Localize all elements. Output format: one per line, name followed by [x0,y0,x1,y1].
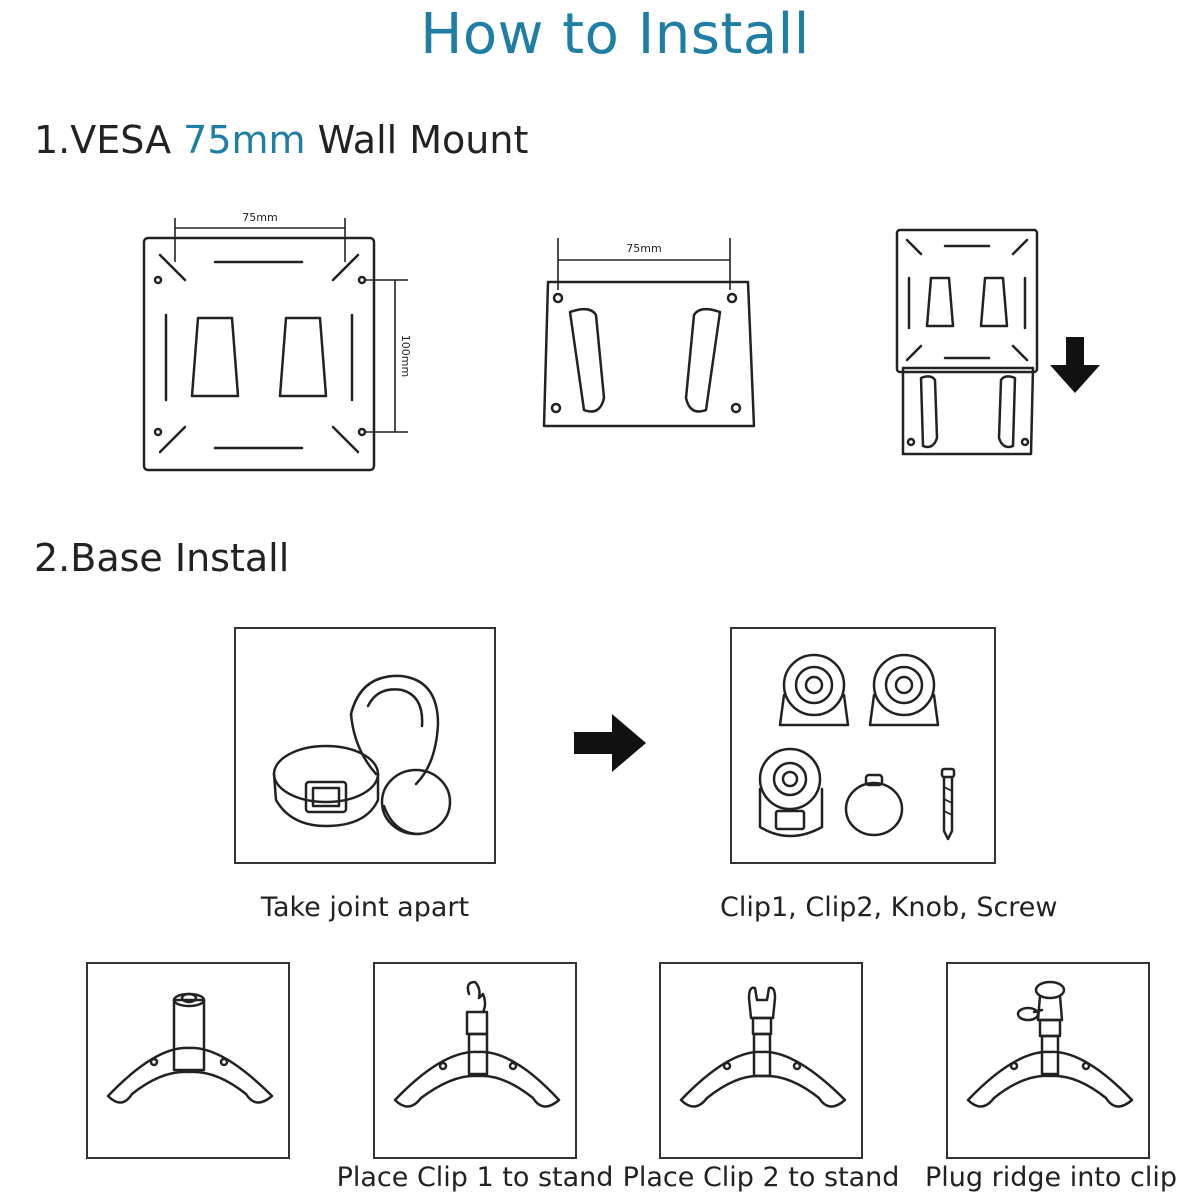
step-frame-clip2 [659,962,863,1159]
page-title: How to Install [420,2,810,67]
stand-plug-diagram [966,980,1134,1108]
section-heading-suffix: Wall Mount [305,118,529,162]
vesa-plate-front-diagram: 75mm 100mm [142,211,412,472]
step-caption-plug: Plug ridge into clip [925,1162,1177,1193]
step-frame-take-apart [234,627,496,864]
stand-clip1-diagram [393,980,561,1108]
step-caption-clip2: Place Clip 2 to stand [622,1162,900,1193]
section-heading-base: 2.Base Install [34,536,290,580]
arrow-right-icon [574,714,646,772]
step-frame-stand-base [86,962,290,1159]
dim-label-width-b: 75mm [626,242,661,255]
stand-base-diagram [106,992,274,1104]
dim-label-height: 100mm [399,335,412,377]
step-caption-parts: Clip1, Clip2, Knob, Screw [720,892,1058,923]
step-frame-clip1 [373,962,577,1159]
joint-assembled-diagram [272,674,452,836]
step-caption-take-apart: Take joint apart [260,892,470,923]
step-frame-parts [730,627,996,864]
arrow-down-icon [1050,337,1100,393]
step-caption-clip1: Place Clip 1 to stand [336,1162,614,1193]
vesa-plate-back-diagram: 75mm [542,238,756,428]
joint-parts-diagram [758,653,956,841]
vesa-plate-assembly-diagram [895,228,1039,456]
section-heading-prefix: 1.VESA [34,118,184,162]
section-heading-vesa: 1.VESA 75mm Wall Mount [34,118,528,162]
dim-label-width: 75mm [242,211,277,224]
section-heading-accent: 75mm [183,118,306,162]
step-frame-plug [946,962,1150,1159]
stand-clip2-diagram [679,986,847,1108]
